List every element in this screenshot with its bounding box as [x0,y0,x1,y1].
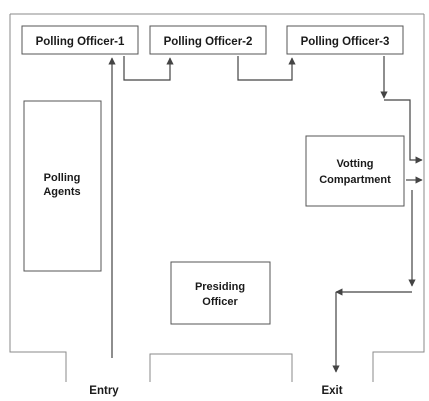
presiding-officer-label-line1: Presiding [195,281,245,293]
presiding-officer-label-line2: Officer [202,296,238,308]
flow-arrow-officer-1-to-officer-2 [123,56,174,81]
presiding-officer-box [170,261,271,325]
voting-compartment-box [305,135,405,207]
entry-label: Entry [89,385,119,397]
voting-compartment-area: Votting Compartment [305,135,405,207]
polling-officer-1-box [21,25,139,55]
polling-agents-box [23,100,102,272]
polling-officer-2-box [149,25,267,55]
polling-officer-2-station: Polling Officer-2 [149,25,267,55]
flow-arrow-to-voting-compartment [384,99,423,164]
wall-middle-segment [149,353,293,382]
voter-flow [108,56,423,373]
room-walls [9,13,425,382]
polling-officer-3-label: Polling Officer-3 [301,36,390,48]
voting-compartment-label-line1: Votting [336,158,373,170]
polling-agents-label-line2: Agents [43,186,80,198]
polling-agents-label-line1: Polling [44,172,81,184]
wall-right [372,14,425,382]
voting-compartment-label-line2: Compartment [319,174,391,186]
wall-left-bottom [9,14,67,382]
polling-agents-area: Polling Agents [23,100,102,272]
polling-officer-2-label: Polling Officer-2 [164,36,253,48]
polling-officer-1-label: Polling Officer-1 [36,36,125,48]
polling-officer-3-station: Polling Officer-3 [286,25,404,55]
flow-arrow-officer-2-to-officer-3 [237,56,296,81]
polling-officer-1-station: Polling Officer-1 [21,25,139,55]
presiding-officer-area: Presiding Officer [170,261,271,325]
polling-officer-3-box [286,25,404,55]
exit-label: Exit [321,385,342,397]
